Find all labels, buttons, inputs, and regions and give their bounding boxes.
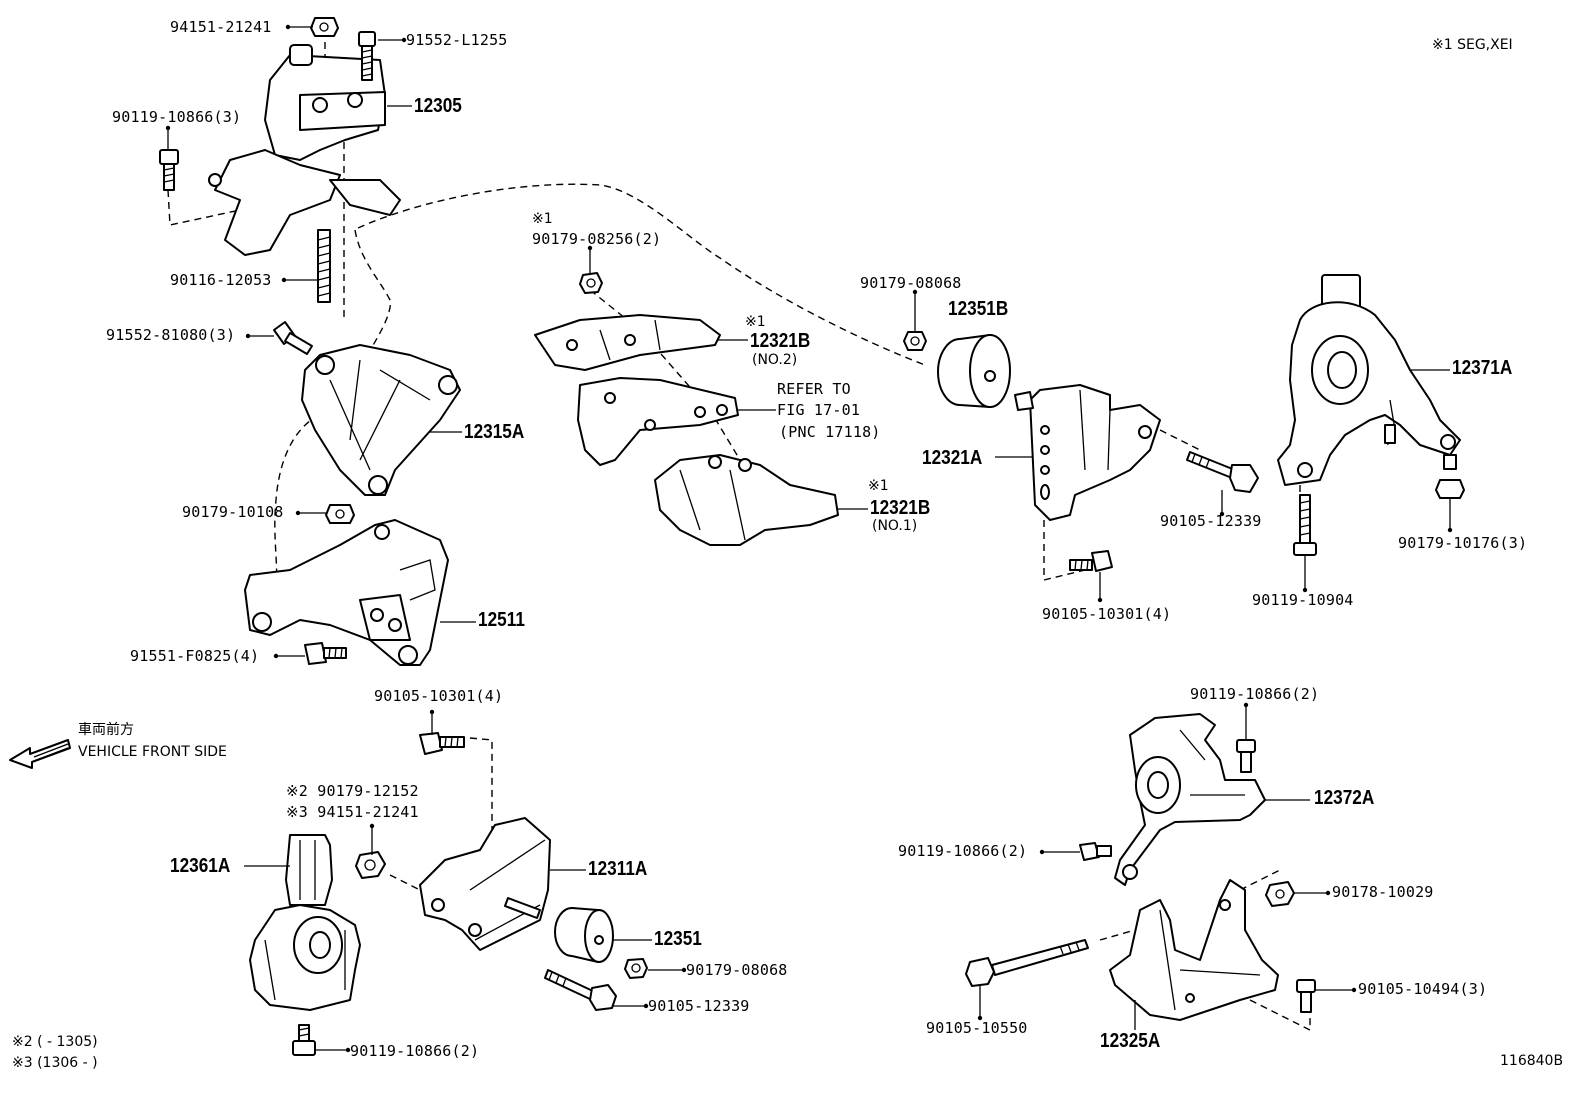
nut-90178-10029: [1265, 881, 1295, 907]
label-90105-12339-bottom: 90105-12339: [648, 997, 750, 1015]
leader-lines: [165, 24, 1453, 1053]
engine-outline-dashed: [357, 183, 926, 366]
label-12305: 12305: [414, 95, 462, 117]
stud-12371A: [1384, 424, 1396, 444]
nut-90179-10176: [1435, 454, 1465, 499]
label-s2-90179-12152: ※2 90179-12152: [286, 782, 419, 800]
mount-12305: [208, 44, 401, 256]
label-90119-10866-3: 90119-10866(3): [112, 108, 242, 126]
label-91552-81080-3: 91552-81080(3): [106, 326, 236, 344]
mark-s1-a: ※1: [532, 211, 553, 227]
bolt-90119-2-mid-right: [1079, 842, 1112, 861]
bolt-90119-10904: [1293, 494, 1317, 556]
label-12321B-no1: 12321B: [870, 497, 931, 519]
label-90179-08068-top: 90179-08068: [860, 274, 962, 292]
label-90119-10904: 90119-10904: [1252, 591, 1354, 609]
nut-90179-08068-top: [903, 331, 927, 351]
bolt-90119-3-left: [159, 149, 179, 191]
label-90116-12053: 90116-12053: [170, 271, 272, 289]
label-94151-21241-top: 94151-21241: [170, 18, 272, 36]
bolt-90105-12339-bottom: [544, 969, 617, 1011]
label-12511: 12511: [478, 609, 525, 631]
bushing-12351B: [937, 334, 1011, 408]
label-90179-08068-bottom: 90179-08068: [686, 961, 788, 979]
mark-s1-c: ※1: [868, 478, 889, 494]
bushing-12351: [554, 907, 614, 963]
bolt-90105-10550: [965, 939, 1089, 987]
bracket-12321B-no2: [534, 314, 721, 371]
bracket-12325A: [1109, 879, 1279, 1021]
refer-to-line1: REFER TO: [777, 380, 851, 398]
bolt-91552-81080: [273, 321, 313, 355]
nut-90179-12152: [355, 851, 386, 879]
bracket-12315A: [301, 344, 461, 496]
label-12311A: 12311A: [588, 858, 648, 880]
bracket-12321A: [1029, 384, 1161, 521]
front-side-en: VEHICLE FRONT SIDE: [78, 744, 227, 760]
footnote-s2: ※2 ( - 1305): [12, 1034, 98, 1050]
label-no2: (NO.2): [752, 352, 798, 368]
bolt-90105-12339-top: [1186, 451, 1259, 493]
mark-s1-b: ※1: [745, 314, 766, 330]
front-side-jp: 車両前方: [78, 722, 134, 738]
mount-12361A: [249, 834, 361, 1011]
label-91552-L1255: 91552-L1255: [406, 31, 508, 49]
bracket-12321B-no1: [654, 454, 839, 546]
label-12372A: 12372A: [1314, 787, 1375, 809]
label-90119-10866-2-bottom: 90119-10866(2): [350, 1042, 480, 1060]
bracket-12311A: [419, 817, 551, 951]
label-12351: 12351: [654, 928, 702, 950]
label-91551-F0825-4: 91551-F0825(4): [130, 647, 260, 665]
refer-to-line3: (PNC 17118): [779, 423, 881, 441]
label-12371A: 12371A: [1452, 357, 1513, 379]
nut-90179-08068-bottom: [624, 958, 648, 979]
label-12321A: 12321A: [922, 447, 983, 469]
nut-90179-10108: [325, 504, 355, 524]
label-s3-94151-21241: ※3 94151-21241: [286, 803, 419, 821]
diagram-id: 116840B: [1500, 1053, 1564, 1069]
mount-12371A: [1277, 274, 1461, 486]
bolt-small-12321A: [1014, 391, 1034, 411]
bracket-12511: [244, 519, 449, 666]
bolt-90119-2-bottom: [292, 1024, 316, 1056]
stud-90116: [317, 229, 331, 303]
label-90119-10866-2-mid-right: 90119-10866(2): [898, 842, 1028, 860]
bolt-90105-10301-right: [1069, 550, 1113, 572]
bolt-small-12311A: [504, 897, 541, 919]
label-12351B: 12351B: [948, 298, 1009, 320]
label-no1: (NO.1): [872, 518, 918, 534]
seg-note: ※1 SEG,XEI: [1432, 37, 1513, 53]
label-12315A: 12315A: [464, 421, 525, 443]
vehicle-front-arrow-icon: [9, 739, 71, 769]
label-12325A: 12325A: [1100, 1030, 1161, 1052]
bolt-91552-L1255: [358, 31, 376, 81]
label-90105-12339-top: 90105-12339: [1160, 512, 1262, 530]
mount-12372A: [1114, 713, 1266, 886]
bracket-refer-fig-17-01: [577, 377, 739, 466]
label-90178-10029: 90178-10029: [1332, 883, 1434, 901]
label-90105-10494-3: 90105-10494(3): [1358, 980, 1488, 998]
nut-94151-top: [310, 17, 339, 37]
bolt-90105-10301-left: [419, 732, 465, 755]
label-90105-10550: 90105-10550: [926, 1019, 1028, 1037]
label-90179-10176-3: 90179-10176(3): [1398, 534, 1528, 552]
footnote-s3: ※3 (1306 - ): [12, 1055, 98, 1071]
label-90105-10301-4-right: 90105-10301(4): [1042, 605, 1172, 623]
label-12361A: 12361A: [170, 855, 231, 877]
nut-90179-08256: [579, 272, 603, 294]
label-90105-10301-4-left: 90105-10301(4): [374, 687, 504, 705]
label-12321B-no2: 12321B: [750, 330, 811, 352]
bolt-91551-F0825: [304, 642, 347, 665]
label-90179-08256-2: 90179-08256(2): [532, 230, 662, 248]
bolt-90105-10494: [1296, 979, 1316, 1013]
bolt-90119-2-top-right: [1236, 739, 1256, 773]
label-90119-10866-2-top-right: 90119-10866(2): [1190, 685, 1320, 703]
refer-to-line2: FIG 17-01: [777, 401, 861, 419]
label-90179-10108: 90179-10108: [182, 503, 284, 521]
